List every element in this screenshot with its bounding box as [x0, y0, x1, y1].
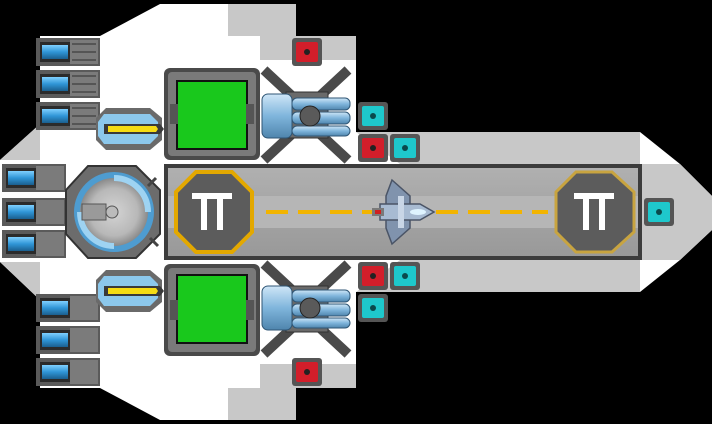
teal-button-4[interactable]: [358, 294, 388, 322]
hull-grey-bottom-panel: [228, 364, 356, 420]
hull-grey-left-cap: [0, 124, 40, 300]
thruster-icon: [36, 102, 100, 130]
thruster-bank-middle: [2, 164, 66, 258]
red-button-upper-mid[interactable]: [358, 134, 388, 162]
red-button-top[interactable]: [292, 38, 322, 66]
hangar-screen-top[interactable]: [164, 68, 260, 160]
landing-pad-right[interactable]: [554, 170, 636, 254]
thruster-bank-top: [36, 38, 100, 130]
red-button-bottom[interactable]: [292, 358, 322, 386]
pad-right-glyph: [574, 193, 614, 230]
thruster-icon: [2, 164, 66, 192]
fighter-ship-icon[interactable]: [372, 178, 436, 246]
runway-centerline: [266, 210, 548, 214]
thruster-icon: [36, 326, 100, 354]
engine-assembly-bottom: [260, 260, 352, 358]
teal-button-nose[interactable]: [644, 198, 674, 226]
laser-turret-bottom-icon[interactable]: [96, 270, 164, 312]
hull-grey-top-panel: [228, 4, 356, 60]
teal-button-1[interactable]: [358, 102, 388, 130]
laser-turret-top-icon[interactable]: [96, 108, 164, 150]
reactor-dome-icon[interactable]: [65, 165, 161, 259]
hull-grey-lower-wing: [356, 260, 640, 364]
thruster-icon: [2, 230, 66, 258]
pad-left-glyph: [192, 193, 232, 230]
hull-grey-upper-wing: [356, 60, 640, 164]
landing-pad-left[interactable]: [174, 170, 254, 254]
teal-button-3[interactable]: [390, 262, 420, 290]
thruster-icon: [36, 294, 100, 322]
thruster-bank-bottom: [36, 294, 100, 386]
hull-grey-nose: [640, 164, 712, 260]
hangar-screen-bottom[interactable]: [164, 264, 260, 356]
red-button-lower-mid[interactable]: [358, 262, 388, 290]
thruster-icon: [36, 70, 100, 98]
thruster-icon: [2, 198, 66, 226]
thruster-icon: [36, 358, 100, 386]
engine-assembly-top: [260, 66, 352, 164]
thruster-icon: [36, 38, 100, 66]
teal-button-2[interactable]: [390, 134, 420, 162]
